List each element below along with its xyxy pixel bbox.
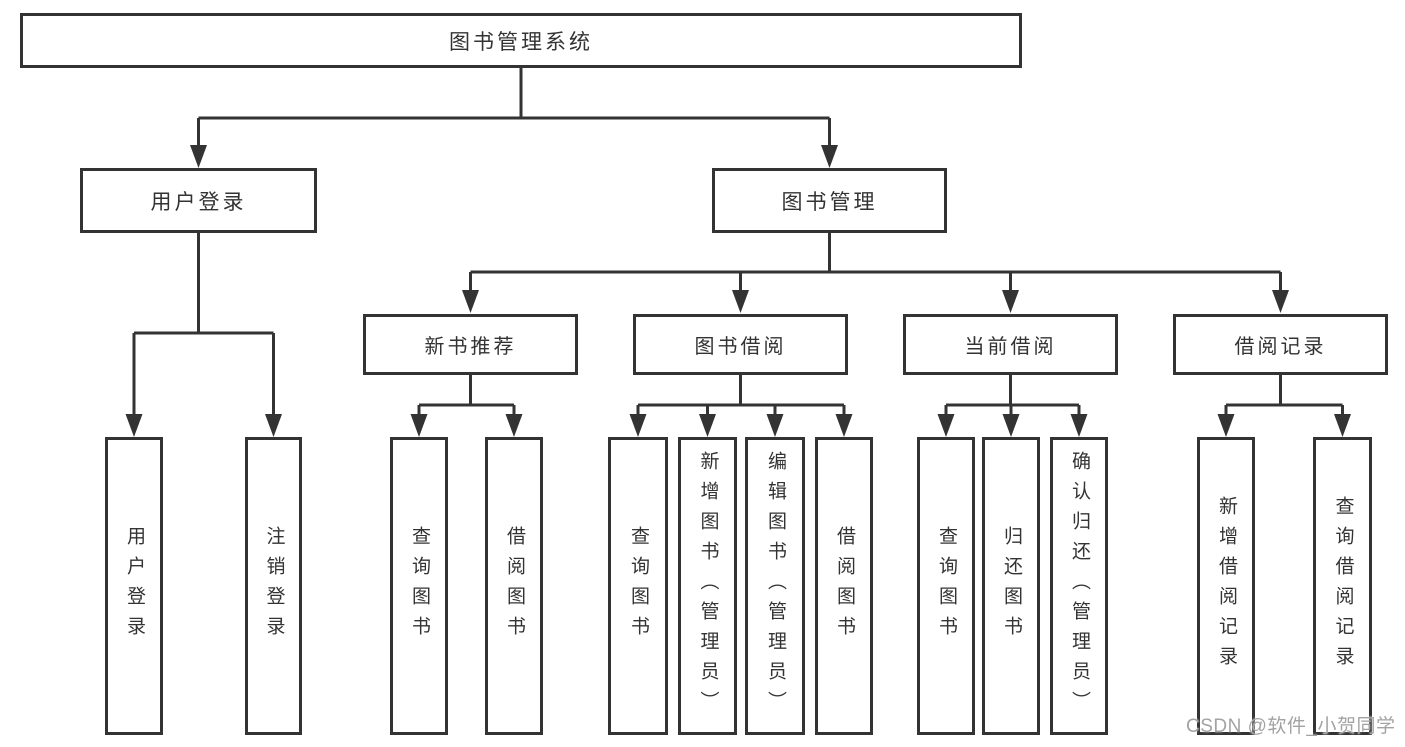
- node-leaf-cb-query-book: 查询图书: [917, 437, 975, 735]
- node-leaf-br-query-record-label: 查询借阅记录: [1332, 496, 1354, 676]
- node-leaf-bb-query-book-label: 查询图书: [627, 526, 649, 646]
- node-leaf-logout: 注销登录: [245, 437, 302, 735]
- node-leaf-cb-confirm-return-admin: 确认归还（管理员）: [1050, 437, 1108, 735]
- node-leaf-br-add-record-label: 新增借阅记录: [1215, 496, 1237, 676]
- node-section-new-book-recommend-label: 新书推荐: [424, 336, 517, 358]
- node-leaf-cb-return-book-label: 归还图书: [1000, 526, 1022, 646]
- node-leaf-user-login: 用户登录: [105, 437, 163, 735]
- node-leaf-br-query-record: 查询借阅记录: [1313, 437, 1372, 735]
- node-section-new-book-recommend: 新书推荐: [363, 314, 578, 375]
- node-leaf-br-add-record: 新增借阅记录: [1197, 437, 1255, 735]
- node-leaf-nbr-query-book-label: 查询图书: [408, 526, 430, 646]
- node-leaf-bb-borrow-book-label: 借阅图书: [833, 526, 855, 646]
- node-section-current-borrow: 当前借阅: [903, 314, 1118, 375]
- node-leaf-bb-add-book-admin: 新增图书（管理员）: [678, 437, 737, 735]
- node-root-label: 图书管理系统: [449, 30, 593, 54]
- node-leaf-bb-query-book: 查询图书: [608, 437, 668, 735]
- node-section-borrow-records-label: 借阅记录: [1234, 336, 1327, 358]
- node-leaf-bb-add-book-admin-label: 新增图书（管理员）: [697, 451, 719, 721]
- node-section-borrow-records: 借阅记录: [1173, 314, 1388, 375]
- arrowheads: [125, 145, 1351, 437]
- node-book-management: 图书管理: [712, 168, 947, 233]
- node-leaf-nbr-query-book: 查询图书: [390, 437, 448, 735]
- csdn-watermark: CSDN @软件_小贺同学: [1186, 716, 1396, 737]
- node-leaf-cb-confirm-return-admin-label: 确认归还（管理员）: [1068, 451, 1090, 721]
- node-section-book-borrow: 图书借阅: [633, 314, 848, 375]
- node-leaf-cb-query-book-label: 查询图书: [935, 526, 957, 646]
- node-leaf-user-login-label: 用户登录: [123, 526, 145, 646]
- node-user-login: 用户登录: [80, 168, 317, 233]
- node-root: 图书管理系统: [20, 13, 1022, 68]
- node-book-management-label: 图书管理: [781, 190, 878, 214]
- node-leaf-logout-label: 注销登录: [263, 526, 285, 646]
- node-leaf-bb-edit-book-admin-label: 编辑图书（管理员）: [764, 451, 786, 721]
- node-section-current-borrow-label: 当前借阅: [964, 336, 1057, 358]
- node-leaf-bb-edit-book-admin: 编辑图书（管理员）: [745, 437, 805, 735]
- node-user-login-label: 用户登录: [150, 190, 247, 214]
- node-leaf-bb-borrow-book: 借阅图书: [815, 437, 873, 735]
- node-leaf-nbr-borrow-book: 借阅图书: [485, 437, 543, 735]
- node-section-book-borrow-label: 图书借阅: [694, 336, 787, 358]
- node-leaf-cb-return-book: 归还图书: [982, 437, 1040, 735]
- node-leaf-nbr-borrow-book-label: 借阅图书: [503, 526, 525, 646]
